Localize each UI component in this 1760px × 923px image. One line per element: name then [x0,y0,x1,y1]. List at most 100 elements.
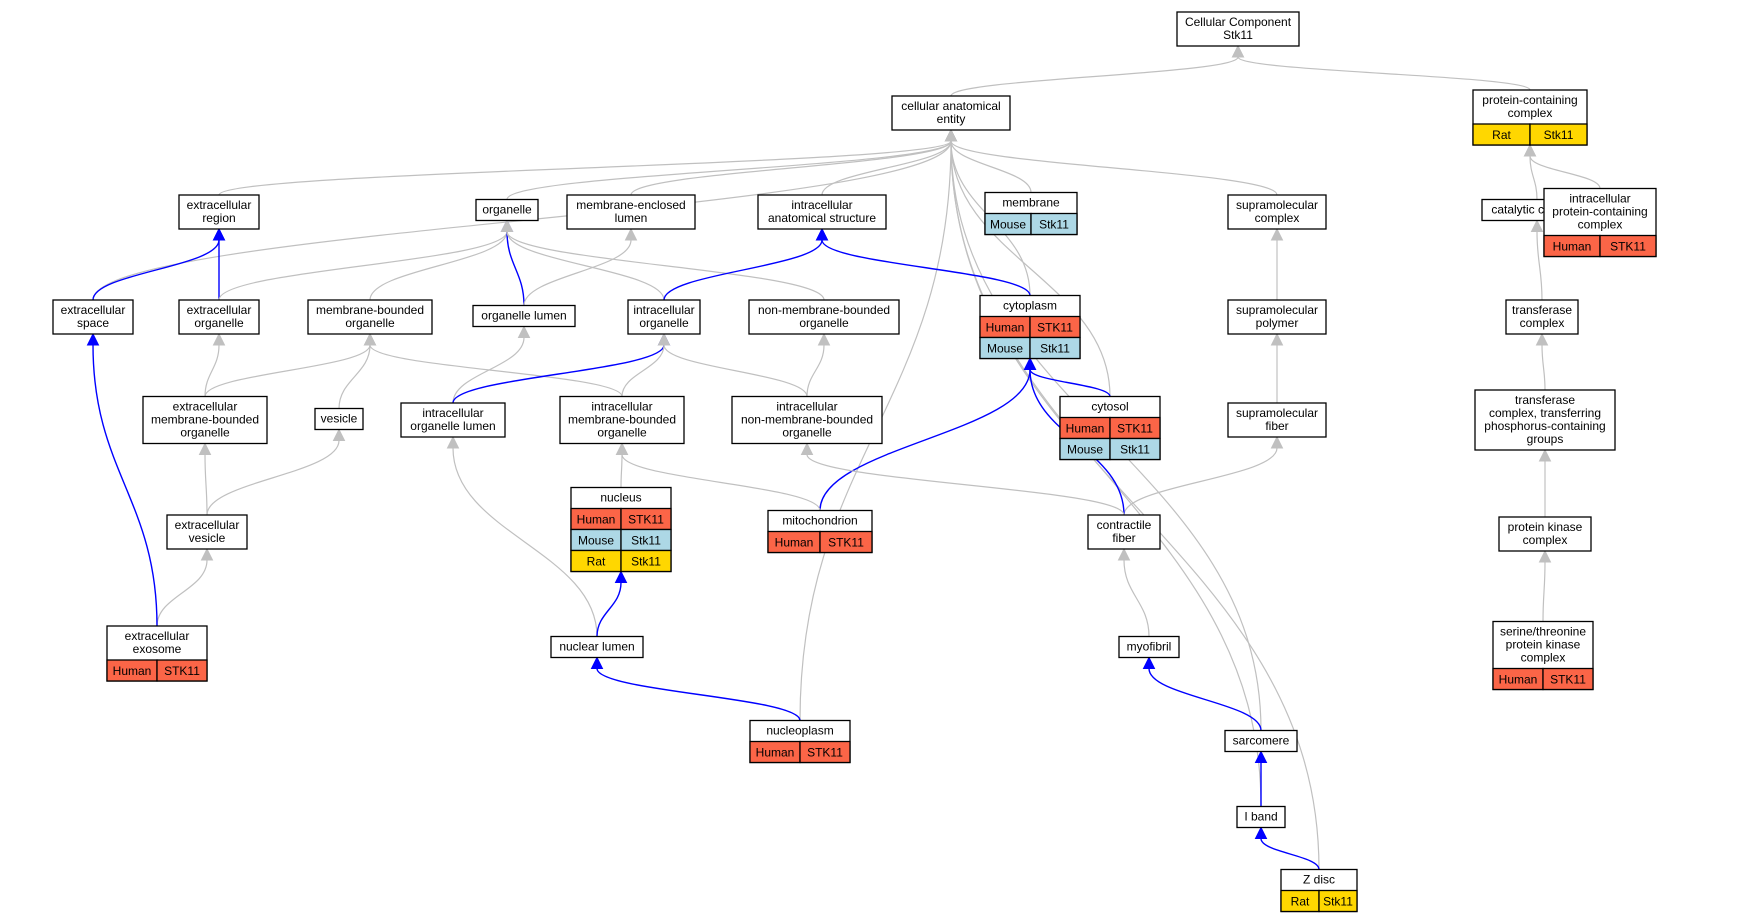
edge-line [663,239,823,301]
gene-cell [1529,123,1588,146]
node-label: organelle [782,426,832,440]
edge-line [950,56,1239,97]
edge-arrowhead [624,227,638,241]
node-org[interactable]: organelle [475,198,539,222]
node-label: complex, transferring [1489,406,1601,420]
edge-line [506,231,825,301]
node-label: vesicle [321,412,358,426]
edge-imbo-to-mbo [363,332,623,397]
node-label: vesicle [189,531,226,545]
edge-line [156,559,208,627]
node-myo[interactable]: myofibril [1118,635,1180,659]
edge-line [204,344,220,397]
node-ol[interactable]: organelle lumen [472,304,576,328]
node-box [1227,194,1327,230]
species-label: Rat [1492,128,1511,142]
edge-arrowhead [1023,357,1037,370]
node-label: organelle [799,316,849,330]
node-box [166,514,248,550]
node-label: polymer [1256,316,1299,330]
edge-line [1029,369,1111,397]
edge-line [338,344,371,409]
edge-tcp-to-tc [1535,332,1549,391]
edge-eo-to-org [218,219,514,301]
node-box [566,194,696,230]
edge-io-to-ias [663,227,829,301]
node-box [1236,805,1286,829]
edge-line [206,440,340,516]
node-label: complex [1521,651,1566,665]
gene-cell [1318,889,1358,913]
edge-arrowhead [615,442,629,455]
edge-line [452,344,665,404]
edge-cf-to-smf [1123,435,1284,516]
node-sarc[interactable]: sarcomere [1224,729,1298,753]
node-box [1474,389,1616,451]
node-label: Z disc [1303,873,1335,887]
node-ipcc[interactable]: intracellularprotein-containingcomplexHu… [1543,187,1657,258]
node-label: I band [1244,810,1277,824]
edge-line [1529,155,1601,189]
node-ves[interactable]: vesicle [314,407,364,431]
node-inmbo[interactable]: intracellularnon-membrane-boundedorganel… [731,395,883,445]
species-label: Human [577,513,616,527]
edge-arrowhead [1270,332,1284,346]
node-box [1118,635,1180,659]
edge-arrowhead [1270,435,1284,449]
node-label: protein kinase [1506,638,1581,652]
edge-mbo-to-org [369,219,514,301]
node-label: protein kinase [1508,520,1583,534]
edge-arrowhead [614,570,628,583]
node-iband[interactable]: I band [1236,805,1286,829]
gene-label: STK11 [164,664,200,678]
gene-label: STK11 [1610,240,1646,254]
edge-line [369,344,623,397]
edge-arrowhead [332,428,346,441]
edge-line [369,231,508,301]
gene-cell [620,549,672,573]
edge-ol-to-mel [523,227,638,306]
edge-cyto-to-ias [815,227,1031,296]
gene-label: STK11 [1550,673,1586,687]
edge-arrowhead [1538,549,1552,563]
node-label: entity [937,112,966,126]
node-nl[interactable]: nuclear lumen [550,635,644,659]
